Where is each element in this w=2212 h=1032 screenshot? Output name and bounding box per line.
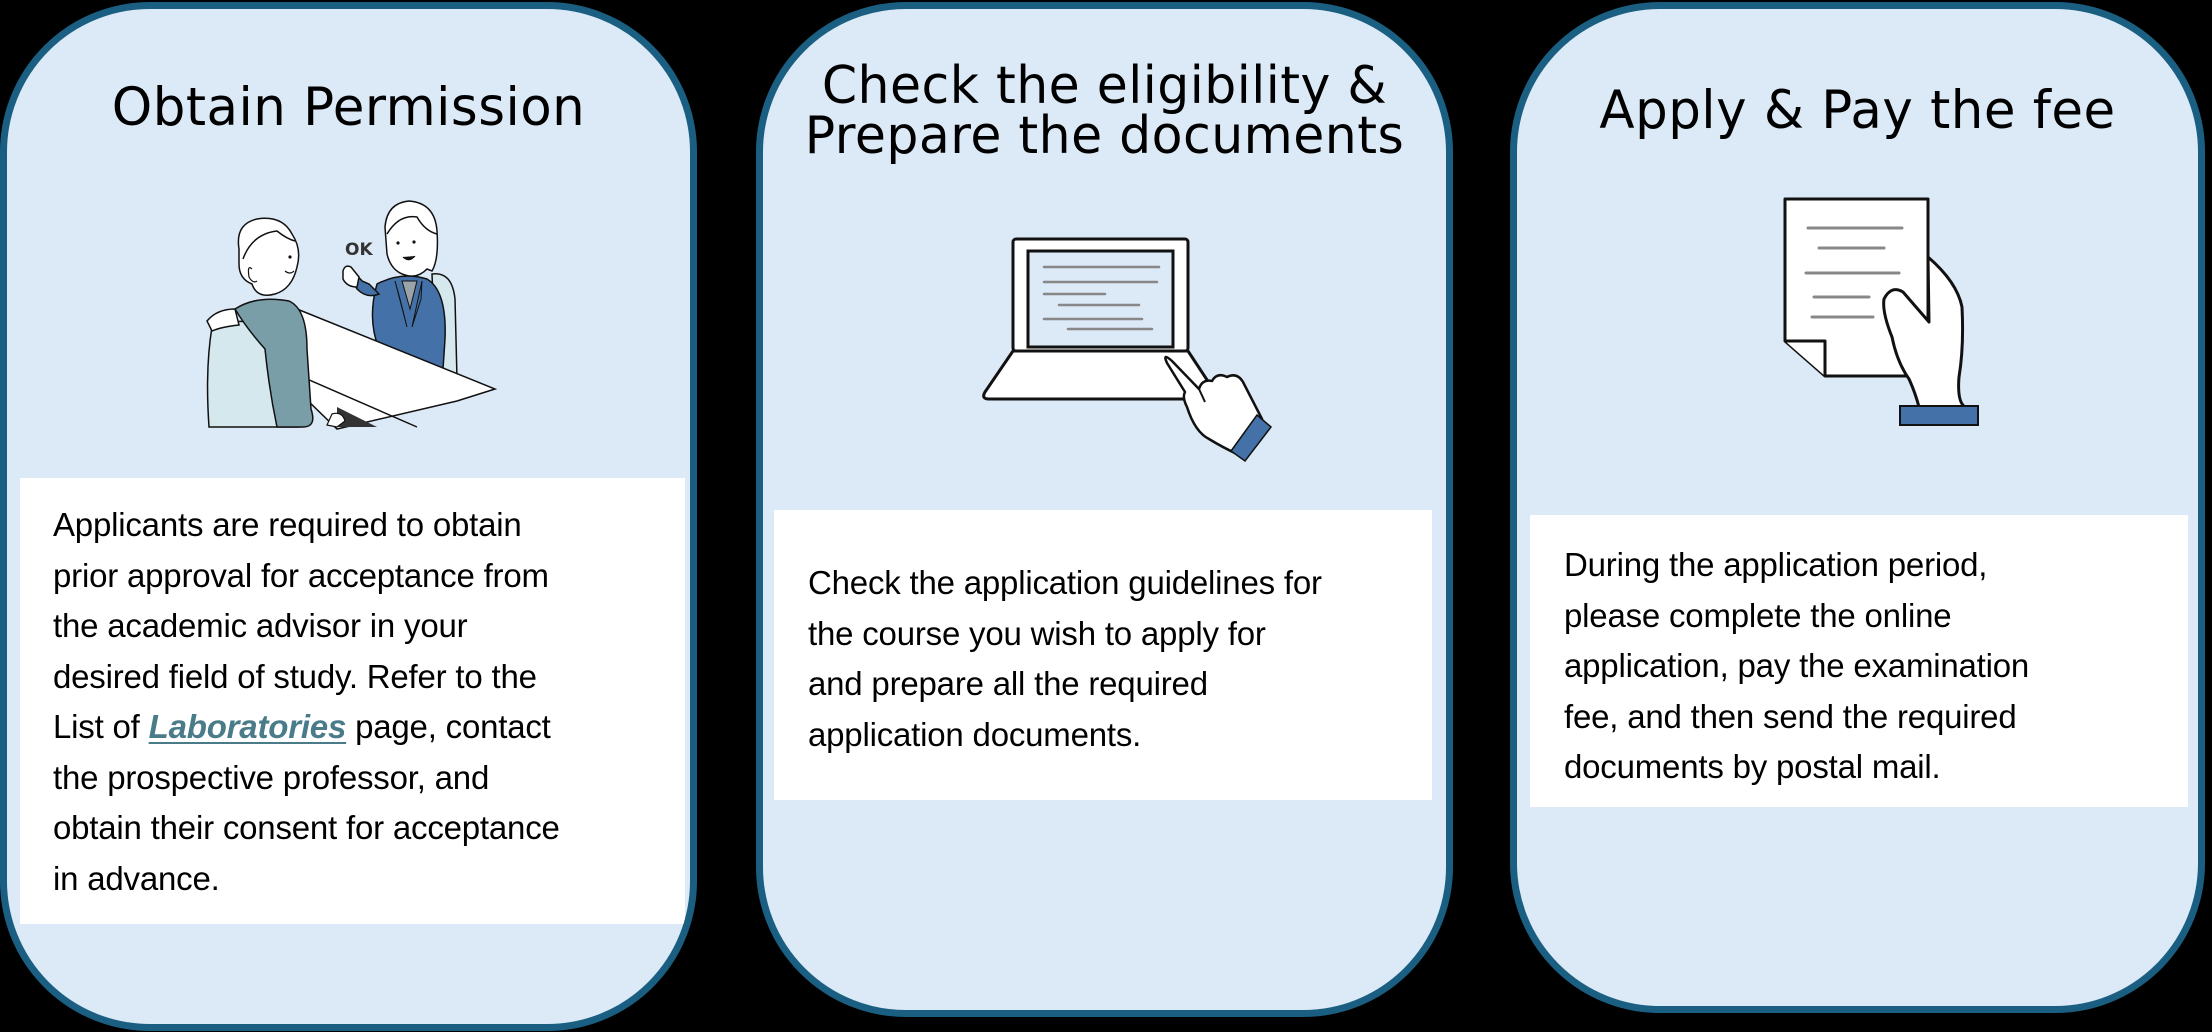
document-in-hand-illustration	[1783, 197, 1979, 426]
description-line: application documents.	[808, 715, 1142, 753]
description-line: documents by postal mail.	[1564, 748, 1941, 785]
step-title: Obtain Permission	[111, 77, 586, 138]
step-description-box: Check the application guidelines for the…	[774, 510, 1432, 800]
description-line: the prospective professor, and	[53, 758, 490, 796]
description-line: During the application period,	[1564, 546, 1988, 583]
link-prefix: List of	[53, 708, 149, 745]
laboratories-link[interactable]: Laboratories	[148, 708, 347, 745]
description-line: application, pay the examination	[1564, 647, 2030, 684]
step-title: Apply & Pay the fee	[1599, 80, 2116, 141]
svg-text:OK: OK	[345, 240, 373, 260]
step-description: Applicants are required to obtain prior …	[53, 500, 673, 904]
step-description: Check the application guidelines for the…	[808, 558, 1418, 760]
step-title-line: Prepare the documents	[804, 106, 1405, 166]
description-line: obtain their consent for acceptance	[53, 809, 560, 846]
description-line-with-link: List of Laboratories page, contact	[53, 702, 673, 753]
description-line: and prepare all the required	[808, 665, 1208, 702]
step-card-obtain-permission: Obtain Permission OK	[0, 2, 697, 1031]
description-line: prior approval for acceptance from	[53, 556, 549, 594]
step-description-box: During the application period, please co…	[1530, 515, 2188, 807]
description-line: desired field of study. Refer to the	[53, 657, 537, 695]
laptop-illustration	[982, 237, 1273, 463]
step-title: Check the eligibility & Prepare the docu…	[773, 56, 1436, 166]
step-description: During the application period, please co…	[1564, 540, 2174, 793]
step-description-box: Applicants are required to obtain prior …	[20, 478, 685, 924]
description-line: fee, and then send the required	[1564, 697, 2017, 735]
description-line: Check the application guidelines for	[808, 564, 1322, 601]
description-line: the course you wish to apply for	[808, 614, 1266, 652]
step-title-line: Check the eligibility &	[821, 56, 1388, 116]
step-card-apply-pay: Apply & Pay the fee During the applicati…	[1510, 2, 2205, 1013]
link-suffix: page, contact	[346, 708, 551, 745]
meeting-illustration: OK	[206, 200, 498, 430]
step-card-check-eligibility: Check the eligibility & Prepare the docu…	[756, 2, 1453, 1017]
description-line: please complete the online	[1564, 596, 1952, 634]
description-line: Applicants are required to obtain	[53, 506, 522, 543]
description-line: the academic advisor in your	[53, 607, 468, 644]
description-line: in advance.	[53, 859, 220, 897]
